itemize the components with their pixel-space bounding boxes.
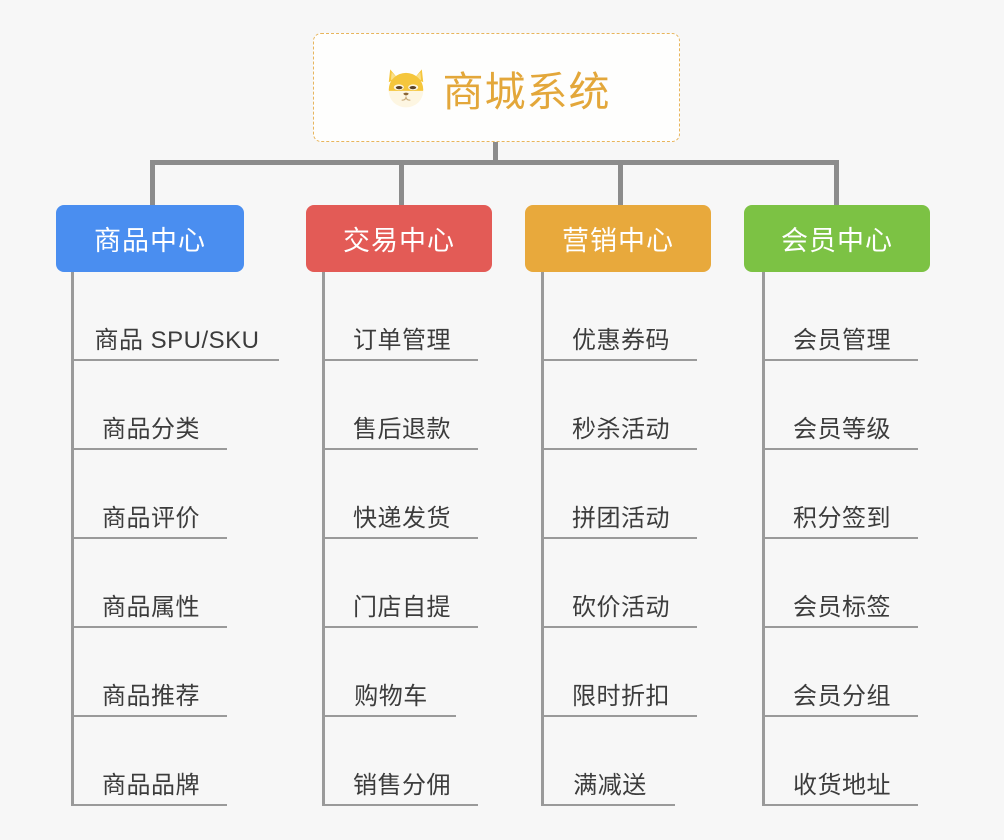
subitem-product-spu-sku[interactable]: 商品 SPU/SKU [71,272,279,361]
subitem-label: 商品评价 [102,504,200,532]
connector-drop-trade-center [399,160,404,205]
subitem-label: 秒杀活动 [572,415,670,443]
subitem-product-recommend[interactable]: 商品推荐 [71,628,227,717]
subitem-label: 会员分组 [793,682,891,710]
subitem-label: 商品推荐 [102,682,200,710]
connector-spine [762,272,765,806]
subitem-product-attribute[interactable]: 商品属性 [71,539,227,628]
subitem-store-pickup[interactable]: 门店自提 [322,539,478,628]
connector-drop-product-center [150,160,155,205]
category-card-marketing-center[interactable]: 营销中心 [525,205,711,272]
root-node-mall-system[interactable]: 商城系统 [313,33,680,142]
category-label: 交易中心 [343,226,455,256]
subitem-label: 门店自提 [353,593,451,621]
subitem-product-category[interactable]: 商品分类 [71,361,227,450]
subitem-label: 砍价活动 [572,593,670,621]
subitem-label: 会员管理 [793,326,891,354]
category-label: 营销中心 [562,226,674,256]
connector-spine [71,272,74,806]
subitem-express-shipping[interactable]: 快递发货 [322,450,478,539]
subitem-label: 商品分类 [102,415,200,443]
subitem-member-level[interactable]: 会员等级 [762,361,918,450]
subitem-label: 快递发货 [353,504,451,532]
category-label: 商品中心 [94,226,206,256]
subitem-aftersale-refund[interactable]: 售后退款 [322,361,478,450]
category-card-member-center[interactable]: 会员中心 [744,205,930,272]
subitem-label: 优惠券码 [572,326,670,354]
connector-drop-marketing-center [618,160,623,205]
subitem-label: 满减送 [573,771,647,799]
subitem-label: 限时折扣 [572,682,670,710]
subitem-label: 订单管理 [353,326,451,354]
subitem-label: 积分签到 [793,504,891,532]
subitem-full-reduction-gift[interactable]: 满减送 [541,717,675,806]
subitem-shipping-address[interactable]: 收货地址 [762,717,918,806]
category-card-product-center[interactable]: 商品中心 [56,205,244,272]
subitem-product-brand[interactable]: 商品品牌 [71,717,227,806]
subitem-label: 售后退款 [353,415,451,443]
category-card-trade-center[interactable]: 交易中心 [306,205,492,272]
subitem-label: 商品 SPU/SKU [94,326,260,354]
subitem-label: 购物车 [354,682,428,710]
subitem-member-management[interactable]: 会员管理 [762,272,918,361]
subitem-label: 商品属性 [102,593,200,621]
subitem-bargain-activity[interactable]: 砍价活动 [541,539,697,628]
subitem-limited-discount[interactable]: 限时折扣 [541,628,697,717]
subitem-label: 拼团活动 [572,504,670,532]
subitem-shopping-cart[interactable]: 购物车 [322,628,456,717]
subitem-product-review[interactable]: 商品评价 [71,450,227,539]
subitem-group-buy[interactable]: 拼团活动 [541,450,697,539]
subitem-points-checkin[interactable]: 积分签到 [762,450,918,539]
subitem-member-group[interactable]: 会员分组 [762,628,918,717]
connector-spine [322,272,325,806]
subitem-sales-commission[interactable]: 销售分佣 [322,717,478,806]
connector-horizontal-bus [150,160,839,165]
category-label: 会员中心 [781,226,893,256]
subitem-label: 商品品牌 [102,771,200,799]
subitem-label: 会员等级 [793,415,891,443]
subitem-label: 会员标签 [793,593,891,621]
subitem-flash-sale[interactable]: 秒杀活动 [541,361,697,450]
subitem-order-management[interactable]: 订单管理 [322,272,478,361]
shiba-dog-face-icon [383,65,429,111]
root-node-title: 商城系统 [442,68,611,115]
connector-root-stem [493,142,498,165]
subitem-member-tag[interactable]: 会员标签 [762,539,918,628]
subitem-label: 收货地址 [793,771,891,799]
subitem-coupon-code[interactable]: 优惠券码 [541,272,697,361]
subitem-label: 销售分佣 [353,771,451,799]
connector-drop-member-center [834,160,839,205]
connector-spine [541,272,544,806]
